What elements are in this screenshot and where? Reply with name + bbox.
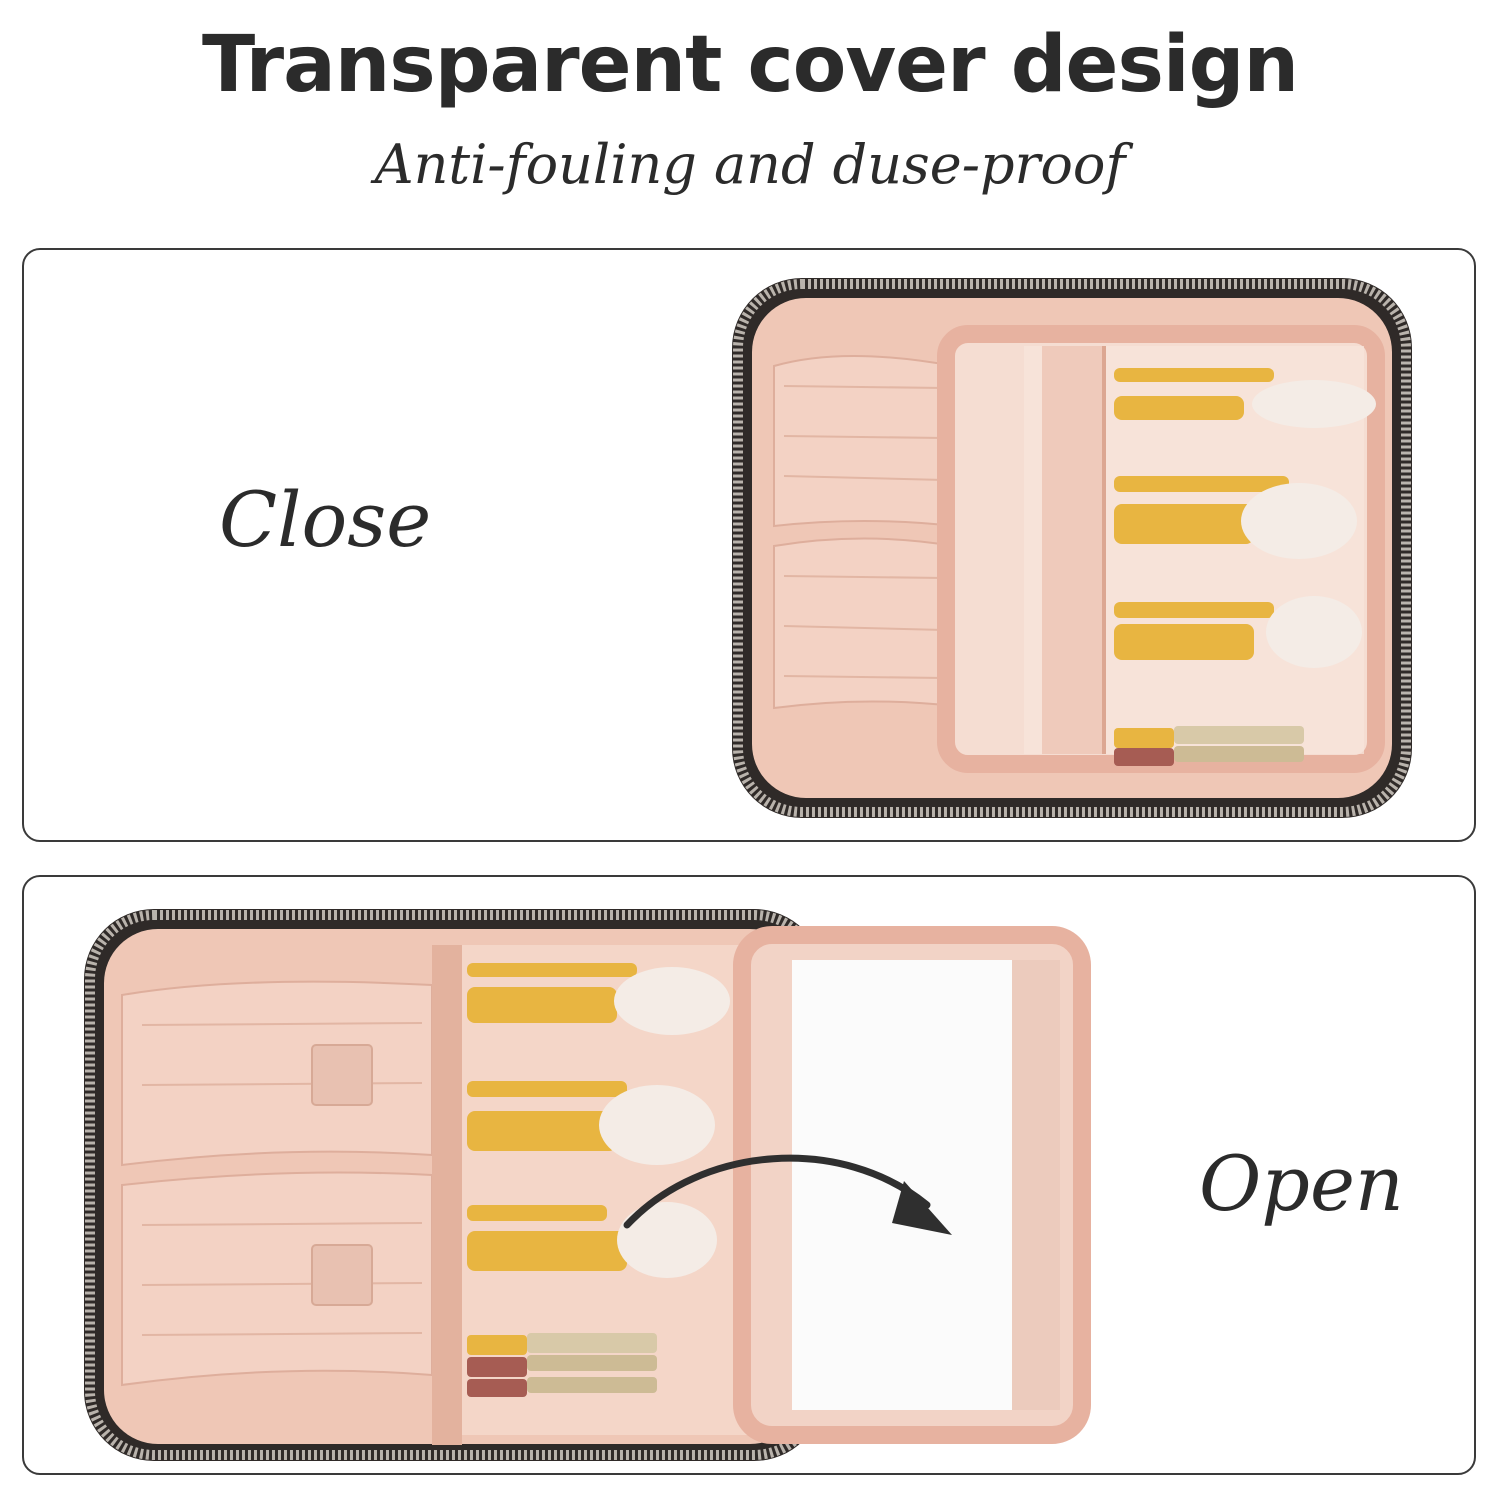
curved-arrow-icon (623, 1154, 952, 1235)
velcro-strip (1012, 960, 1060, 1410)
closed-state-label: Close (219, 475, 432, 564)
brushes (1114, 368, 1376, 766)
left-pockets (121, 980, 433, 1387)
brush-slots (1042, 346, 1106, 754)
velcro-patch (311, 1044, 373, 1106)
open-state-panel: Open (22, 875, 1476, 1475)
makeup-bag-open-illustration (84, 909, 1091, 1461)
velcro-patch (311, 1244, 373, 1306)
left-pockets (773, 355, 955, 710)
zipper-track (733, 279, 1411, 817)
brush-slot-column (432, 945, 462, 1445)
page-title: Transparent cover design (202, 20, 1299, 110)
makeup-bag-closed-illustration (732, 278, 1412, 818)
brushes (467, 963, 730, 1397)
page-subtitle: Anti-fouling and duse-proof (374, 133, 1126, 196)
open-state-label: Open (1199, 1139, 1404, 1228)
closed-state-panel: Close (22, 248, 1476, 842)
